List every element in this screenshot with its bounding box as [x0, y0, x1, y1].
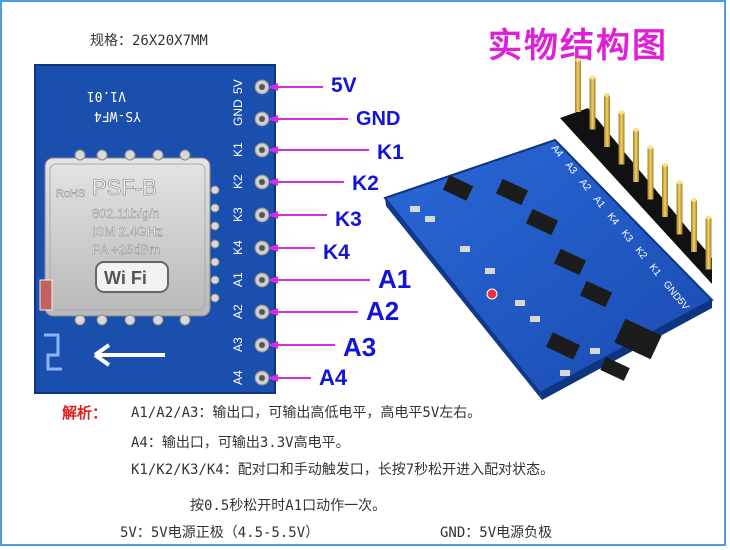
- note-k-pins: K1/K2/K3/K4：配对口和手动触发口，长按7秒松开进入配对状态。: [131, 462, 555, 478]
- pin-label-k1: K1: [377, 141, 404, 164]
- callout-arrowhead: [268, 115, 278, 123]
- pin-label-a1: A1: [378, 264, 412, 294]
- pin-silk-label: K4: [231, 240, 245, 255]
- note-a1-trigger: 按0.5秒松开时A1口动作一次。: [190, 498, 387, 514]
- chip-line3: PA +25dBm: [92, 242, 160, 257]
- chip-name: PSF-B: [92, 175, 157, 200]
- header-pin: [705, 217, 712, 270]
- antenna-trace: [44, 333, 62, 371]
- led-indicator: [486, 288, 498, 300]
- board-version: V1.01: [87, 88, 126, 103]
- smd-component: [39, 279, 53, 311]
- callout-arrowhead: [268, 341, 278, 349]
- board-marking: YS-WF4: [94, 108, 141, 123]
- pin-label-5v: 5V: [331, 74, 357, 97]
- note-a1-a3: A1/A2/A3：输出口，可输出高低电平，高电平5V左右。: [131, 405, 482, 421]
- notes-heading: 解析：: [62, 404, 108, 422]
- note-5v: 5V：5V电源正极（4.5-5.5V）: [120, 525, 320, 541]
- header-pin: [633, 130, 639, 182]
- pin-silk-label: K3: [231, 207, 245, 222]
- callout-arrowhead: [268, 276, 278, 284]
- pin-label-k4: K4: [323, 241, 350, 264]
- pin-label-a3: A3: [343, 332, 377, 362]
- pin-silk-label: K1: [231, 142, 245, 157]
- header-pin: [604, 95, 610, 147]
- pin-silk-label: 5V: [231, 79, 245, 94]
- wifi-logo: [95, 261, 169, 293]
- pin-silk-label: A3: [231, 337, 245, 352]
- pin-label-a4: A4: [319, 365, 348, 390]
- pin-label-k3: K3: [335, 208, 362, 231]
- callout-arrowhead: [268, 146, 278, 154]
- callout-arrowhead: [268, 374, 278, 382]
- pin-label-gnd: GND: [356, 108, 401, 130]
- callout-arrowhead: [268, 83, 278, 91]
- module-top-view: YS-WF4 V1.01 PSF-B 802.11b/g/n ISM 2.4GH…: [34, 64, 276, 394]
- pin-header-body: [560, 108, 712, 284]
- wifi-logo-text: Wi Fi: [104, 268, 147, 288]
- header-pin: [618, 112, 625, 165]
- spec-label: 规格：26X20X7MM: [90, 33, 208, 49]
- callout-arrowhead: [268, 308, 278, 316]
- pin-silk-label: A4: [231, 370, 245, 385]
- pin-callouts: [268, 83, 370, 382]
- pin-label-a2: A2: [366, 296, 400, 326]
- header-pin: [676, 182, 683, 235]
- rohs-mark: RoHS: [56, 188, 85, 200]
- header-pin: [647, 147, 654, 200]
- pin-silk-label: A1: [231, 272, 245, 287]
- header-pin: [575, 60, 581, 112]
- header-pin: [662, 165, 668, 217]
- note-gnd: GND：5V电源负极: [440, 525, 553, 541]
- note-a4: A4：输出口，可输出3.3V高电平。: [131, 435, 350, 451]
- chip-line2: ISM 2.4GHz: [92, 224, 163, 239]
- pin-silk-label: GND: [231, 99, 245, 126]
- callout-arrowhead: [268, 244, 278, 252]
- header-pin: [589, 77, 596, 130]
- pin-label-k2: K2: [352, 172, 379, 195]
- header-pin: [691, 200, 697, 252]
- chip-line1: 802.11b/g/n: [92, 206, 160, 221]
- pin-silk-label: A2: [231, 304, 245, 319]
- callout-arrowhead: [268, 178, 278, 186]
- arrow-icon: [93, 343, 165, 367]
- pin-silk-label: K2: [231, 174, 245, 189]
- callout-arrowhead: [268, 211, 278, 219]
